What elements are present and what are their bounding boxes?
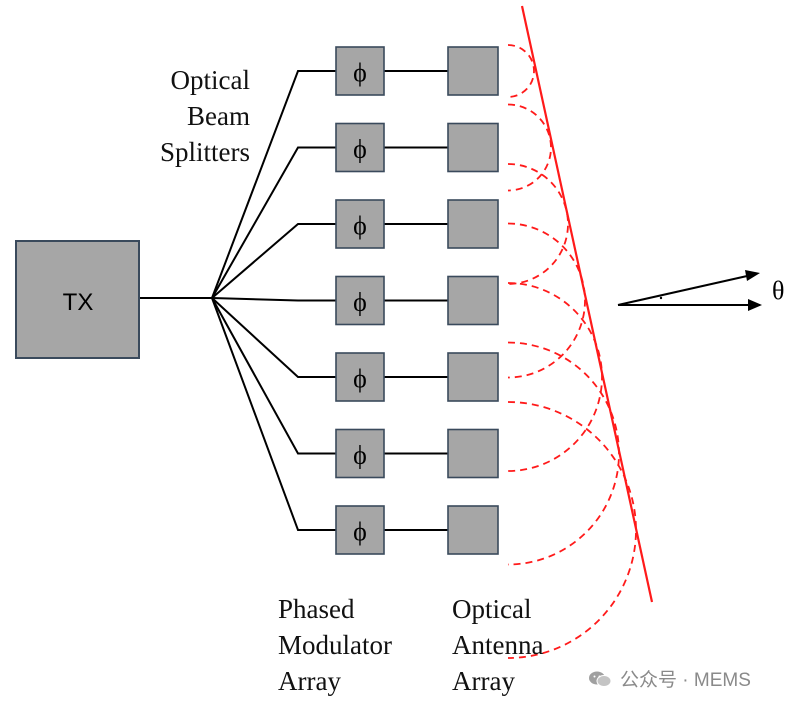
modulator-label-line-1: Phased	[278, 594, 355, 624]
wavefront-line	[520, 5, 654, 603]
wavelet-3	[507, 163, 569, 285]
antenna-label-line-1: Optical	[452, 594, 532, 624]
wechat-icon	[589, 671, 612, 687]
phase-modulator-4	[335, 275, 385, 326]
steered-beam-arrowhead	[745, 270, 760, 281]
phase-symbol-2: ϕ	[353, 135, 367, 164]
optical-antenna-3	[447, 199, 499, 249]
phase-modulator-1	[335, 46, 385, 96]
steered-beam-arrow	[617, 273, 757, 306]
splitter-branch-6	[211, 297, 336, 455]
phase-modulator-7	[335, 505, 385, 555]
phase-symbol-4: ϕ	[353, 288, 367, 317]
splitter-branch-1	[211, 70, 336, 299]
optical-antenna-7	[447, 505, 499, 555]
splitter-branch-2	[211, 146, 336, 299]
angle-mark	[659, 296, 663, 300]
optical-antenna-6	[447, 428, 499, 479]
splitter-branch-4	[211, 297, 336, 302]
beam-splitters-label-line-3: Splitters	[159, 137, 250, 167]
optical-antenna-5	[447, 352, 499, 402]
phase-symbol-7: ϕ	[353, 517, 367, 546]
phase-symbol-1: ϕ	[353, 58, 367, 87]
phase-modulator-5	[335, 352, 385, 402]
optical-antenna-1	[447, 46, 499, 96]
watermark-text: 公众号 · MEMS	[620, 670, 751, 691]
phase-modulator-6	[335, 428, 385, 479]
phase-symbol-6: ϕ	[353, 441, 367, 470]
optical-antenna-array-label: Optical Antenna Array	[452, 591, 543, 699]
wavelet-4	[507, 222, 586, 379]
beam-splitters-label: Optical Beam Splitters	[140, 62, 250, 170]
phase-symbol-5: ϕ	[353, 364, 367, 393]
boresight-arrowhead	[748, 299, 762, 311]
wavelet-1	[507, 44, 535, 98]
modulator-label-line-3: Array	[278, 666, 341, 696]
wavelet-2	[507, 103, 552, 192]
watermark: 公众号 · MEMS	[588, 665, 751, 692]
phase-modulator-2	[335, 122, 385, 173]
transmitter-box	[15, 240, 140, 359]
phase-modulator-3	[335, 199, 385, 249]
phase-symbol-3: ϕ	[353, 211, 367, 240]
antenna-label-line-2: Antenna	[452, 630, 544, 660]
beam-splitters-label-line-1: Optical	[170, 65, 250, 95]
transmitter-label: TX	[63, 289, 94, 316]
angle-label: θ	[772, 276, 784, 305]
wavelet-7	[507, 401, 637, 659]
optical-antenna-4	[447, 275, 499, 326]
phased-modulator-array-label: Phased Modulator Array	[278, 591, 392, 699]
beam-splitters-label-line-2: Beam	[187, 101, 250, 131]
optical-antenna-2	[447, 122, 499, 173]
modulator-label-line-2: Modulator	[278, 630, 392, 660]
splitter-branch-7	[211, 297, 336, 531]
antenna-label-line-3: Array	[452, 666, 515, 696]
splitter-branch-5	[211, 297, 336, 378]
splitter-branch-3	[211, 223, 336, 299]
